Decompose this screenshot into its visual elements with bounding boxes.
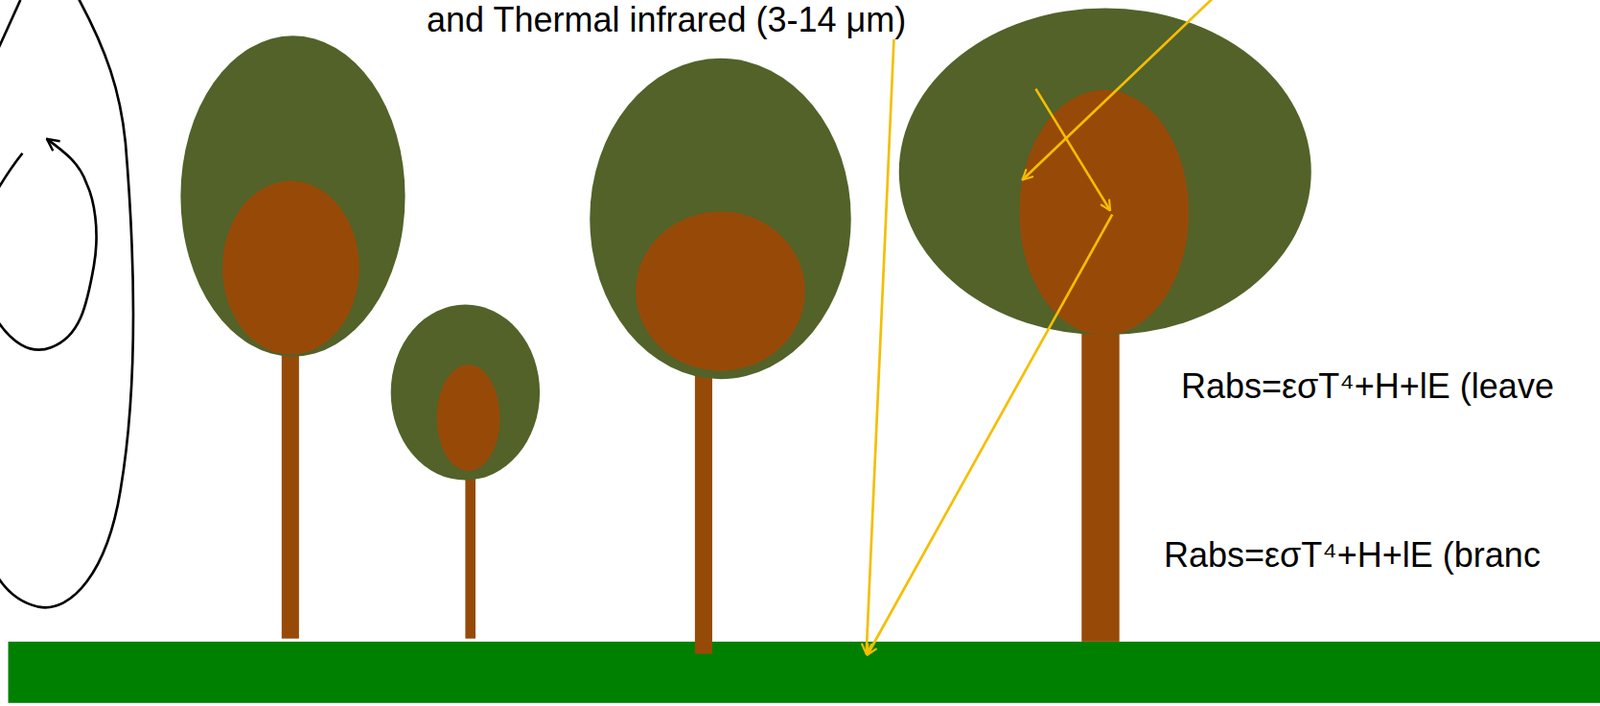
circulation-curve xyxy=(0,0,21,57)
radiation-ray xyxy=(1035,89,1111,211)
tree-crown xyxy=(899,8,1312,336)
tree-trunk xyxy=(1081,322,1119,642)
branch-core xyxy=(437,364,501,471)
tree-crown xyxy=(391,303,540,480)
radiation-ray xyxy=(866,0,897,654)
tree-trunk xyxy=(695,367,713,653)
branch-core xyxy=(222,181,360,355)
branch-core xyxy=(635,210,806,371)
tree-trunk xyxy=(281,347,300,639)
circulation-curve xyxy=(0,153,23,195)
tree-crown xyxy=(180,35,405,356)
circulation-curve xyxy=(0,139,97,350)
radiation-ray xyxy=(867,214,1113,655)
tree-trunk xyxy=(464,464,476,639)
tree-crown xyxy=(589,58,851,379)
energy-balance-equation: Rabs=εσT⁴+H+lE (branc xyxy=(1160,534,1544,575)
radiation-ray xyxy=(1022,0,1217,180)
circulation-curve xyxy=(0,0,134,607)
energy-balance-equation: Rabs=εσT⁴+H+lE (leave xyxy=(1178,366,1557,406)
radiation-caption: and Thermal infrared (3-14 μm) xyxy=(423,0,909,40)
ground-band xyxy=(8,641,1600,703)
branch-core xyxy=(1019,90,1189,336)
